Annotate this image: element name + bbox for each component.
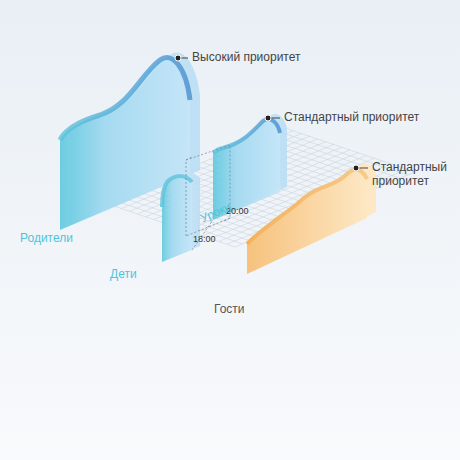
group-label: Гости (214, 302, 245, 316)
guests-slab (247, 163, 376, 274)
time-label: 18:00 (193, 234, 216, 245)
priority-label: Стандартный приоритет (284, 110, 419, 124)
group-label: Дети (110, 267, 137, 281)
priority-label: Стандартный приоритет (372, 160, 452, 189)
group-label: Родители (20, 231, 73, 245)
priority-label: Высокий приоритет (192, 50, 301, 64)
